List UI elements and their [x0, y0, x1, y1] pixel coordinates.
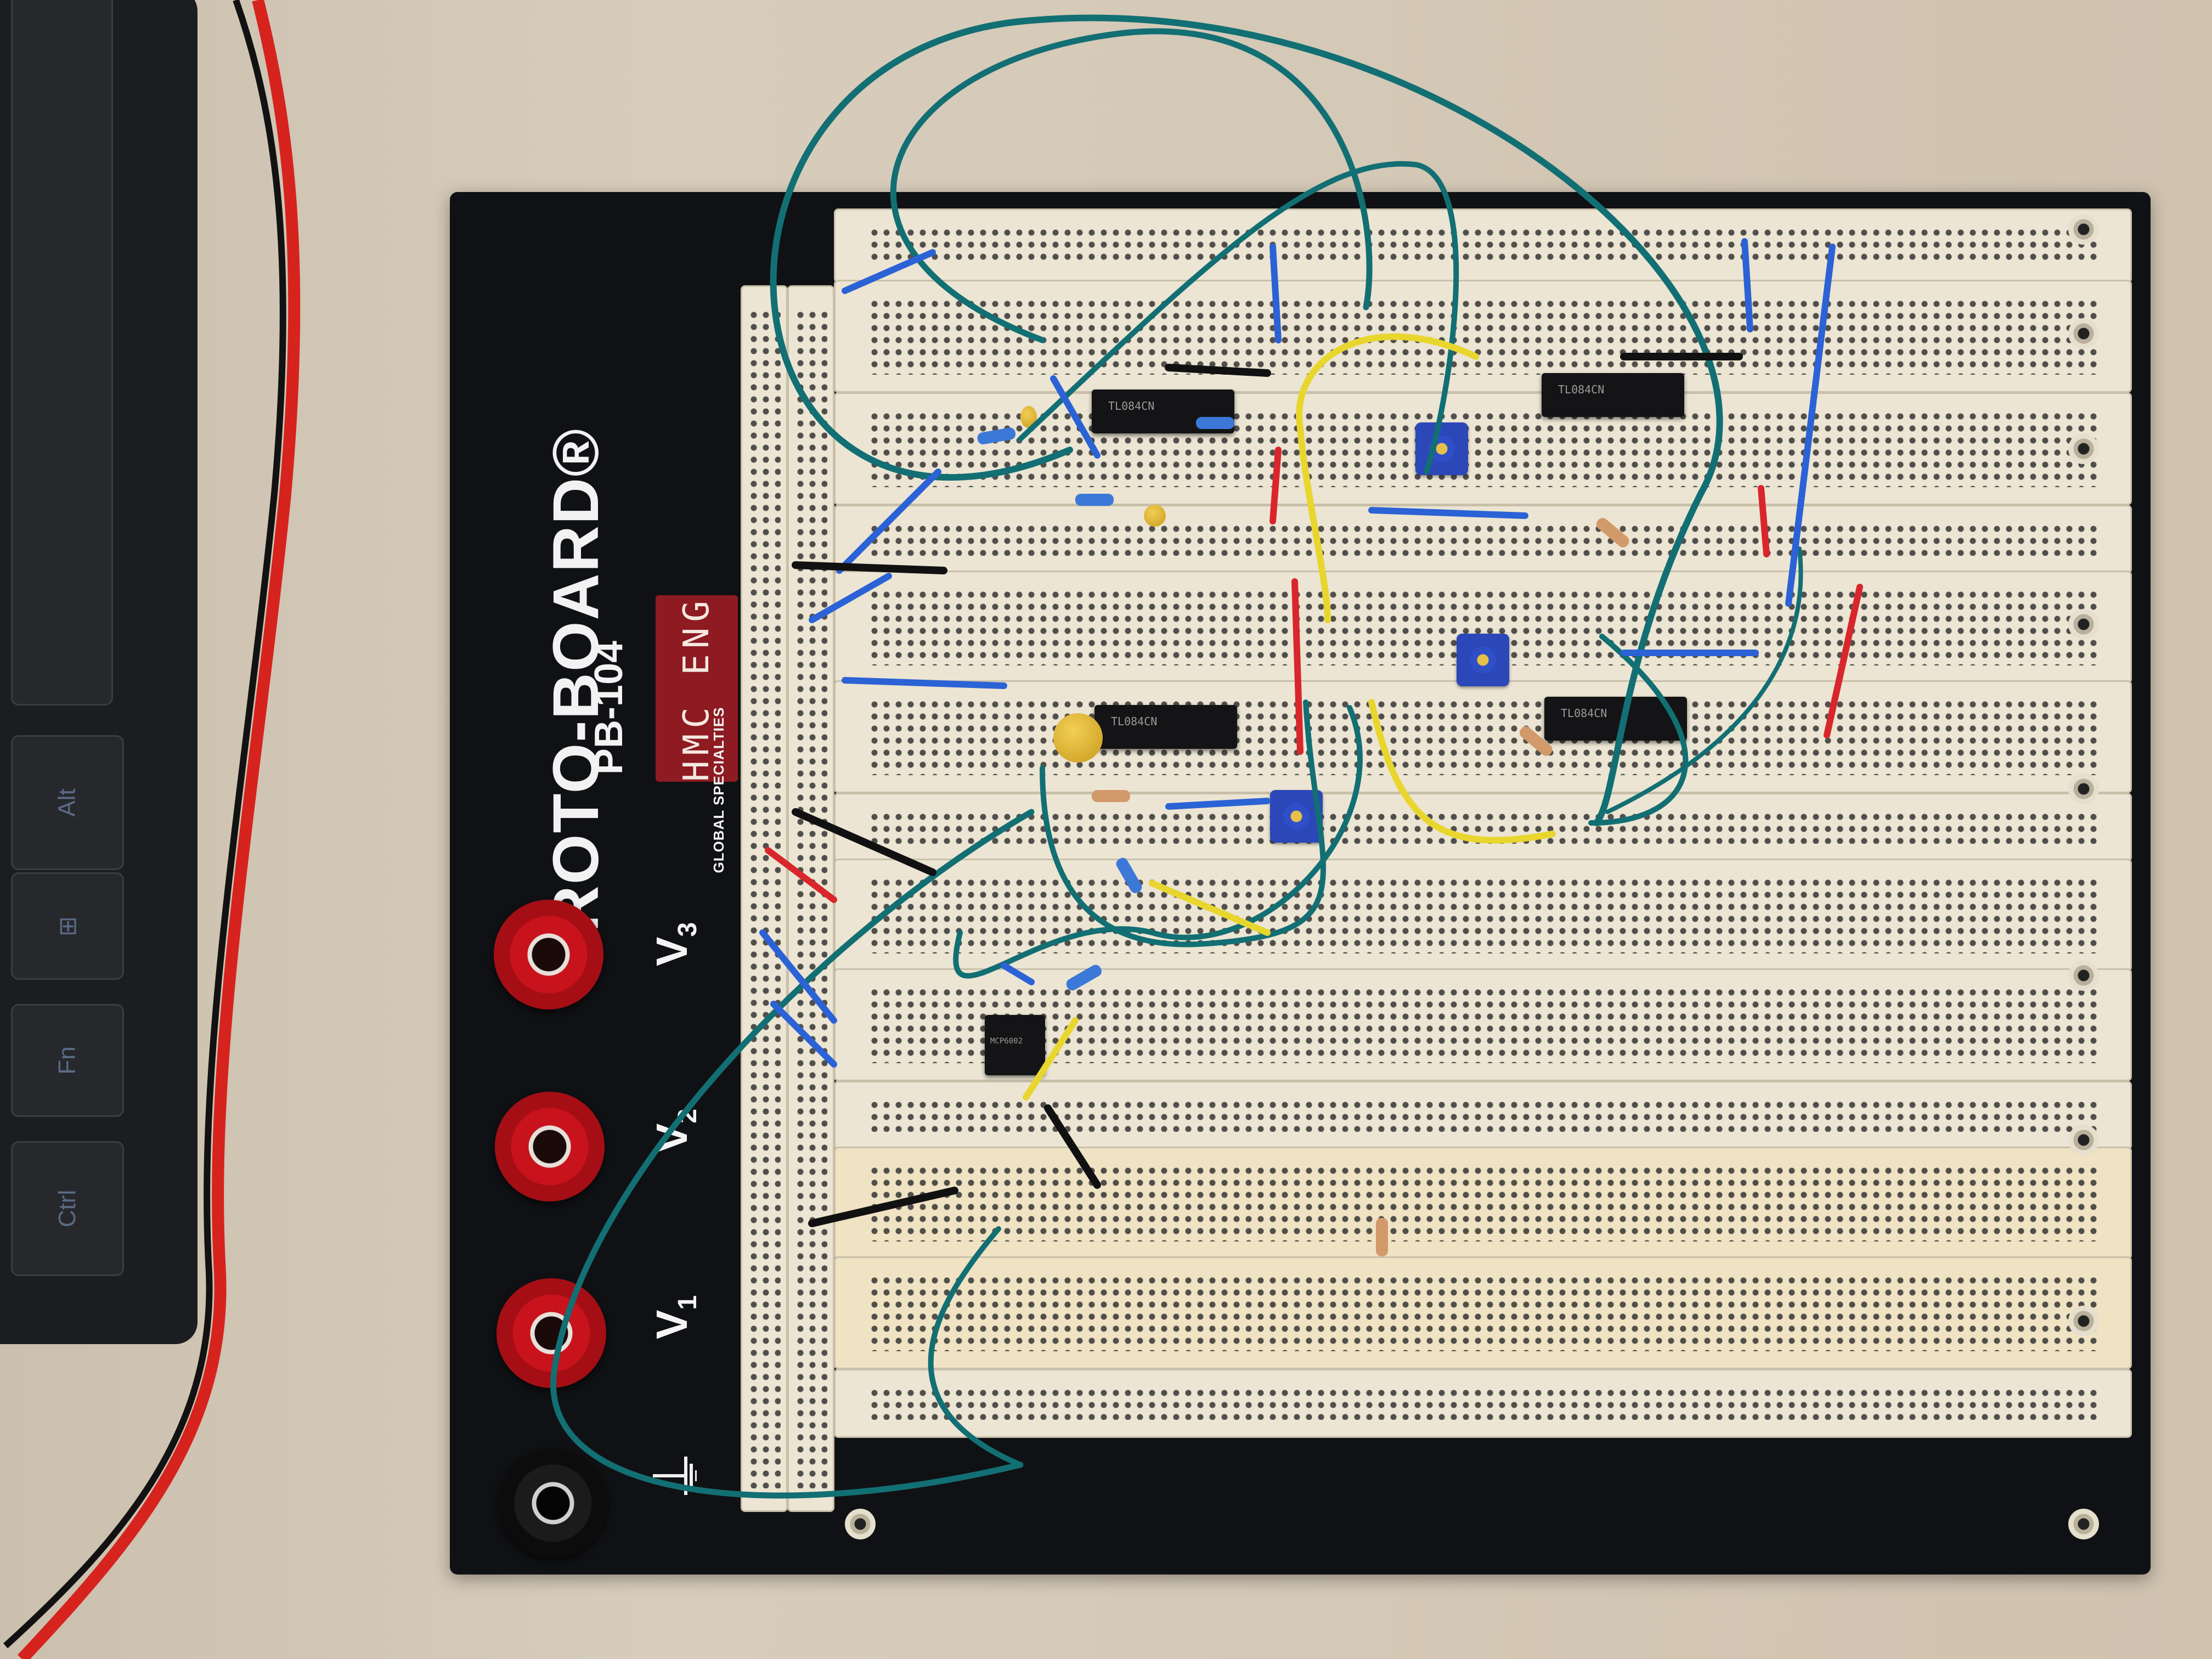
binding-post-v3[interactable]	[494, 900, 603, 1009]
screw	[2068, 1509, 2099, 1539]
key-windows: ⊞	[11, 872, 124, 980]
power-rail-left-2	[787, 285, 834, 1512]
screw	[845, 1509, 876, 1539]
key-alt: Alt	[11, 735, 124, 870]
screw	[2068, 774, 2099, 804]
ceramic-capacitor	[1020, 406, 1037, 428]
label-v3: V3	[647, 922, 703, 967]
keyboard: Alt ⊞ Fn Ctrl	[0, 0, 198, 1344]
screw	[2068, 1125, 2099, 1155]
breadboard-rail-5	[834, 1369, 2132, 1438]
breadboard-strip-5	[834, 859, 2132, 972]
trimmer-potentiometer[interactable]	[1270, 790, 1323, 843]
key-ctrl: Ctrl	[11, 1141, 124, 1276]
screw	[2068, 433, 2099, 464]
screw	[2068, 318, 2099, 349]
ceramic-capacitor	[1144, 505, 1166, 527]
breadboard-strip-1	[834, 280, 2132, 393]
breadboard-strip-7	[834, 1147, 2132, 1260]
label-v2: V2	[647, 1108, 703, 1153]
ic-chip-5: MCP6002	[985, 1015, 1045, 1075]
screw	[2068, 214, 2099, 245]
ic-chip-2: TL084CN	[1542, 373, 1684, 417]
power-rail-left-1	[741, 285, 788, 1512]
breadboard-rail-2	[834, 505, 2132, 574]
breadboard-rail-1	[834, 208, 2132, 283]
ic-chip-4: TL084CN	[1544, 697, 1687, 741]
breadboard-strip-8	[834, 1256, 2132, 1369]
breadboard-rail-3	[834, 793, 2132, 862]
label-v1: V1	[647, 1295, 703, 1340]
model-number: PB-104	[587, 640, 631, 775]
manufacturer: GLOBAL SPECIALTIES	[710, 707, 727, 873]
breadboard-rail-4	[834, 1081, 2132, 1150]
screw	[2068, 1306, 2099, 1336]
proto-board: PROTO-BOARD® PB-104 HMC ENG 803 GLOBAL S…	[450, 192, 2151, 1575]
screw	[2068, 609, 2099, 640]
key-fn: Fn	[11, 1004, 124, 1117]
trimmer-potentiometer[interactable]	[1415, 422, 1468, 475]
trimmer-potentiometer[interactable]	[1457, 634, 1509, 686]
screw	[2068, 960, 2099, 991]
key-space	[11, 0, 113, 706]
ceramic-capacitor	[1053, 713, 1103, 763]
binding-post-v1[interactable]	[496, 1278, 606, 1388]
binding-post-v2[interactable]	[495, 1092, 605, 1201]
ic-chip-1: TL084CN	[1092, 390, 1234, 433]
ground-icon	[653, 1457, 697, 1495]
breadboard-strip-4	[834, 680, 2132, 793]
binding-post-ground[interactable]	[498, 1448, 608, 1558]
ic-chip-3: TL084CN	[1094, 705, 1237, 749]
board-branding: PROTO-BOARD® PB-104 HMC ENG 803 GLOBAL S…	[450, 192, 799, 1575]
